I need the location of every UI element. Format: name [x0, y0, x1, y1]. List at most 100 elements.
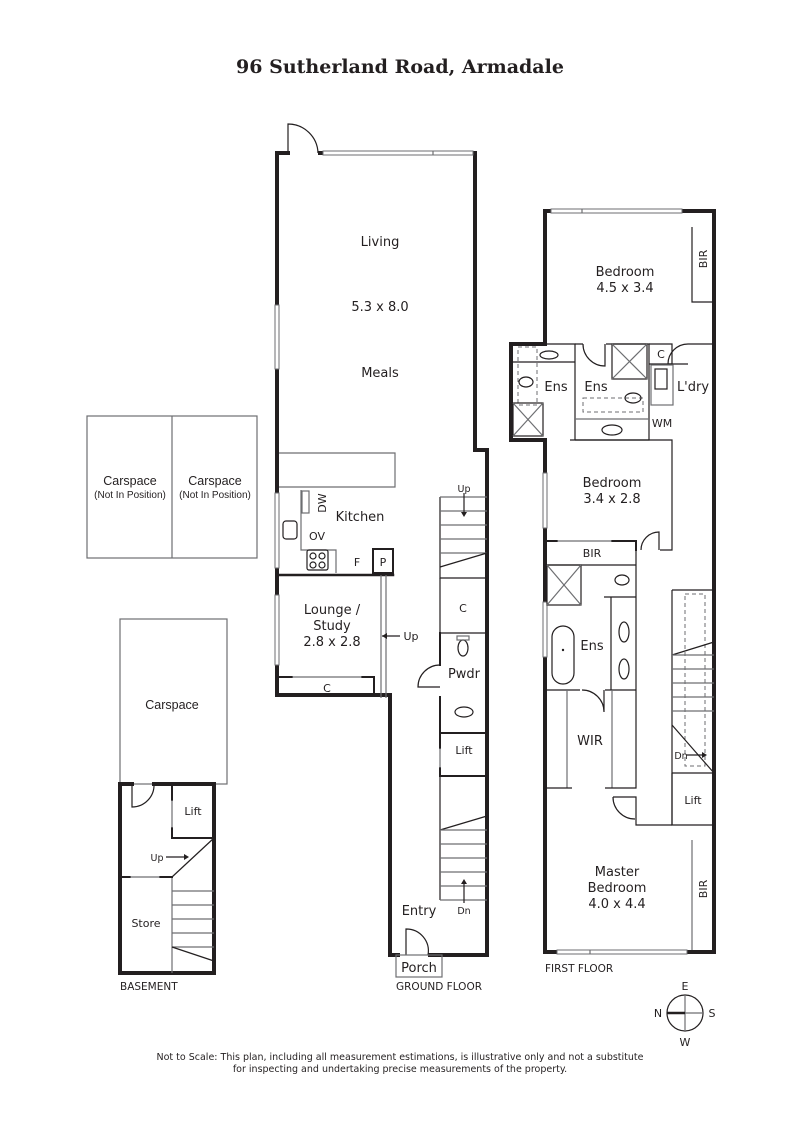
basin-icon — [618, 621, 630, 643]
shower-icon — [546, 564, 582, 606]
bedroom-2-dims: 3.4 x 2.8 — [583, 492, 640, 507]
door — [287, 123, 319, 154]
carspace-1-label: Carspace — [103, 474, 157, 488]
cooktop-icon — [306, 549, 329, 571]
first-floor-label: FIRST FLOOR — [545, 963, 613, 975]
shower-icon — [611, 343, 648, 380]
ground-floor: DW OV Kitchen F P Lounge / Study 2.8 x 2… — [274, 123, 489, 993]
toilet-icon — [457, 639, 469, 657]
entry-label: Entry — [402, 904, 437, 919]
window — [556, 949, 688, 955]
basement-stair-up-label: Up — [151, 853, 164, 864]
door — [582, 343, 606, 367]
laundry-label: L'dry — [677, 380, 709, 395]
toilet-icon — [614, 574, 630, 586]
master-label-1: Master — [595, 865, 640, 880]
sink — [282, 520, 298, 540]
powder-label: Pwdr — [448, 667, 481, 682]
door — [131, 783, 155, 808]
ensuite-left-label: Ens — [544, 380, 567, 395]
carspace-2-label: Carspace — [188, 474, 242, 488]
stair-up-label: Up — [458, 484, 471, 495]
lounge-dims: 2.8 x 2.8 — [303, 635, 360, 650]
lounge-label-1: Lounge / — [304, 603, 361, 618]
door — [640, 531, 660, 551]
living-dims: 5.3 x 8.0 — [351, 300, 408, 315]
basement-label: BASEMENT — [120, 981, 178, 993]
door — [581, 689, 605, 713]
window — [274, 594, 280, 666]
dashed-cabinet — [582, 397, 644, 413]
door — [667, 343, 689, 365]
porch-label: Porch — [401, 961, 437, 976]
pantry-label: P — [380, 556, 387, 569]
dw-label: DW — [316, 493, 329, 512]
window — [542, 601, 548, 658]
staircase-down: Dn — [439, 776, 488, 917]
dashed-void — [684, 593, 706, 767]
lift-label: Lift — [455, 744, 473, 757]
bedroom-1-dims: 4.5 x 3.4 — [596, 281, 653, 296]
basement: Carspace (Not In Position) Carspace (Not… — [86, 415, 258, 993]
bath-icon — [551, 625, 575, 685]
lounge-label-2: Study — [313, 619, 351, 634]
ov-label: OV — [309, 530, 325, 543]
first-stair-dn-label: Dn — [674, 751, 687, 762]
basin-icon — [539, 350, 559, 360]
toilet-icon — [518, 376, 534, 388]
basin-icon — [618, 658, 630, 680]
plan-title: 96 Sutherland Road, Armadale — [236, 56, 564, 78]
bedroom-1-bir-label: BIR — [697, 249, 710, 268]
entry-door — [405, 928, 429, 956]
store-label: Store — [131, 917, 160, 930]
toilet-icon — [624, 392, 642, 404]
lounge-cupboard-label: C — [323, 682, 331, 695]
master-dims: 4.0 x 4.4 — [588, 897, 645, 912]
porch — [395, 954, 443, 978]
master-ensuite-label: Ens — [580, 639, 603, 654]
cupboard-label: C — [657, 348, 665, 361]
door — [417, 664, 441, 688]
basin-icon — [601, 424, 623, 436]
bedroom-2-bir-label: BIR — [583, 547, 602, 560]
ramp-up-label: Up — [403, 630, 418, 643]
wir-label: WIR — [577, 734, 603, 749]
compass-icon: E N S W — [654, 980, 716, 1049]
window — [550, 208, 683, 214]
shower-icon — [512, 402, 544, 437]
dashed-cabinet — [517, 346, 538, 406]
dishwasher — [301, 490, 310, 514]
compass-s: S — [709, 1007, 716, 1020]
ensuite-middle-label: Ens — [584, 380, 607, 395]
fridge-label: F — [354, 556, 360, 569]
window — [322, 150, 474, 156]
bedroom-2-label: Bedroom — [583, 476, 642, 491]
window — [542, 472, 548, 529]
first-lift-label: Lift — [684, 794, 702, 807]
wm-label: WM — [652, 417, 672, 430]
disclaimer-line-1: Not to Scale: This plan, including all m… — [157, 1052, 644, 1063]
compass-n: N — [654, 1007, 662, 1020]
pantry — [372, 548, 394, 574]
living-label: Living — [361, 235, 400, 250]
ground-floor-label: GROUND FLOOR — [396, 981, 482, 993]
trough-icon — [654, 368, 668, 390]
master-bir-label: BIR — [697, 879, 710, 898]
staircase-down: Dn — [671, 589, 715, 825]
window — [274, 492, 280, 569]
window — [274, 304, 280, 370]
basement-lift-label: Lift — [184, 805, 202, 818]
stair-dn-label: Dn — [457, 906, 470, 917]
bedroom-1-label: Bedroom — [596, 265, 655, 280]
basin-icon — [454, 706, 474, 718]
disclaimer-line-2: for inspecting and undertaking precise m… — [233, 1064, 567, 1075]
door — [612, 796, 636, 820]
carspace-2-note: (Not In Position) — [179, 490, 251, 501]
meals-label: Meals — [361, 366, 399, 381]
master-label-2: Bedroom — [588, 881, 647, 896]
compass-w: W — [680, 1036, 691, 1049]
staircase-up: Up — [439, 484, 488, 579]
first-floor: Bedroom 4.5 x 3.4 BIR Ens Ens C L'dry WM — [509, 208, 716, 975]
kitchen-label: Kitchen — [336, 510, 385, 525]
